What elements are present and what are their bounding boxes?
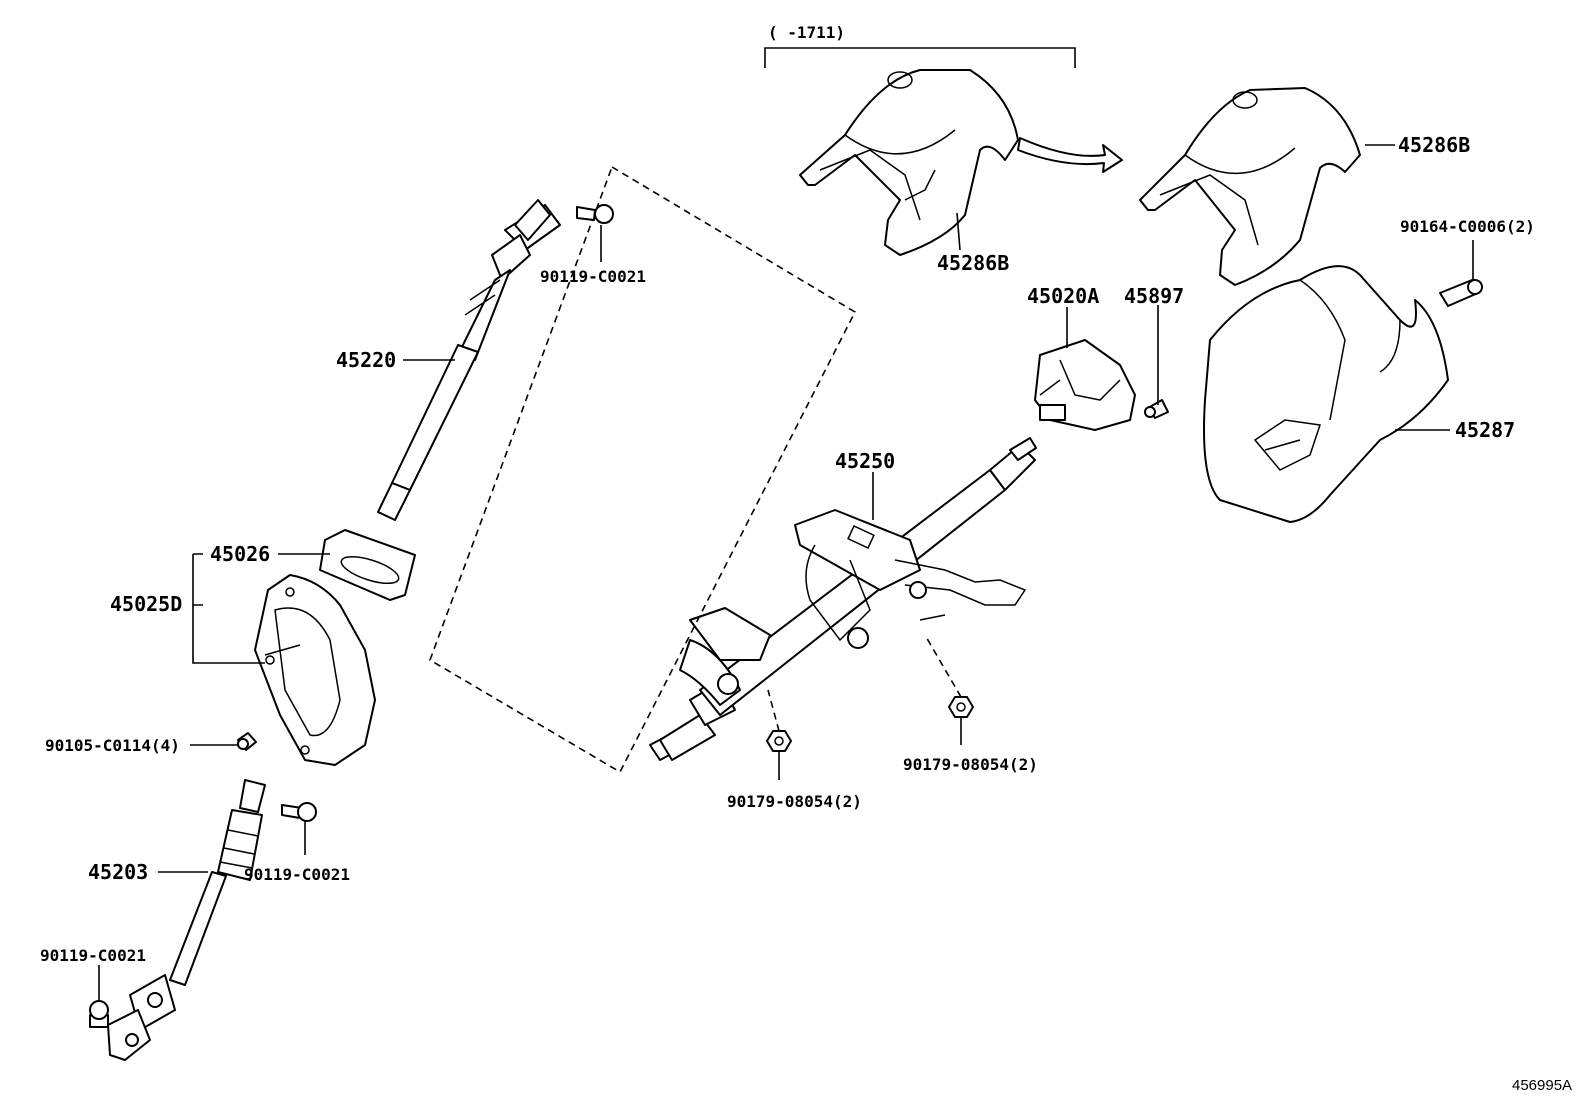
applicability-note: ( -1711) — [768, 23, 845, 42]
sliding-yoke-shaft — [107, 779, 266, 1061]
applicability-bracket: ( -1711) — [764, 23, 1076, 68]
label-90119-mid: 90119-C0021 — [244, 865, 350, 884]
label-45287: 45287 — [1455, 418, 1515, 442]
label-90179-right: 90179-08054(2) — [903, 755, 1038, 774]
bolt-90105 — [237, 732, 257, 751]
upper-cover-left — [799, 69, 1019, 256]
leader-lines — [98, 144, 1474, 1002]
intermediate-shaft — [377, 199, 561, 521]
drawing-code: 456995A — [1512, 1077, 1572, 1094]
label-45026: 45026 — [210, 542, 270, 566]
bolt-90119-mid — [281, 802, 317, 822]
nut-90179-left — [766, 730, 792, 752]
label-90119-top: 90119-C0021 — [540, 267, 646, 286]
arrow-icon — [1017, 137, 1123, 173]
label-90164: 90164-C0006(2) — [1400, 217, 1535, 236]
bolt-90119-top — [576, 204, 614, 224]
label-45286b-right: 45286B — [1398, 133, 1470, 157]
key-cylinder-housing — [1034, 339, 1136, 431]
part-labels: 45286B 45286B 90164-C0006(2) 45020A 4589… — [40, 133, 1535, 965]
upper-cover-right — [1139, 87, 1361, 286]
label-90179-left: 90179-08054(2) — [727, 792, 862, 811]
label-45220: 45220 — [336, 348, 396, 372]
column-hole-seal — [319, 529, 416, 601]
lower-cover — [1203, 265, 1449, 523]
label-45250: 45250 — [835, 449, 895, 473]
label-45025d: 45025D — [110, 592, 182, 616]
label-90105: 90105-C0114(4) — [45, 736, 180, 755]
label-90119-bottom: 90119-C0021 — [40, 946, 146, 965]
steering-column — [649, 437, 1037, 761]
label-45286b-left: 45286B — [937, 251, 1009, 275]
label-45020a: 45020A — [1027, 284, 1099, 308]
nut-90179-right — [948, 696, 974, 718]
hole-cover — [254, 574, 376, 766]
label-45203: 45203 — [88, 860, 148, 884]
clip-45897 — [1144, 399, 1169, 419]
label-45897: 45897 — [1124, 284, 1184, 308]
bolt-90119-bottom — [89, 1000, 109, 1028]
screw-90164 — [1439, 279, 1483, 307]
